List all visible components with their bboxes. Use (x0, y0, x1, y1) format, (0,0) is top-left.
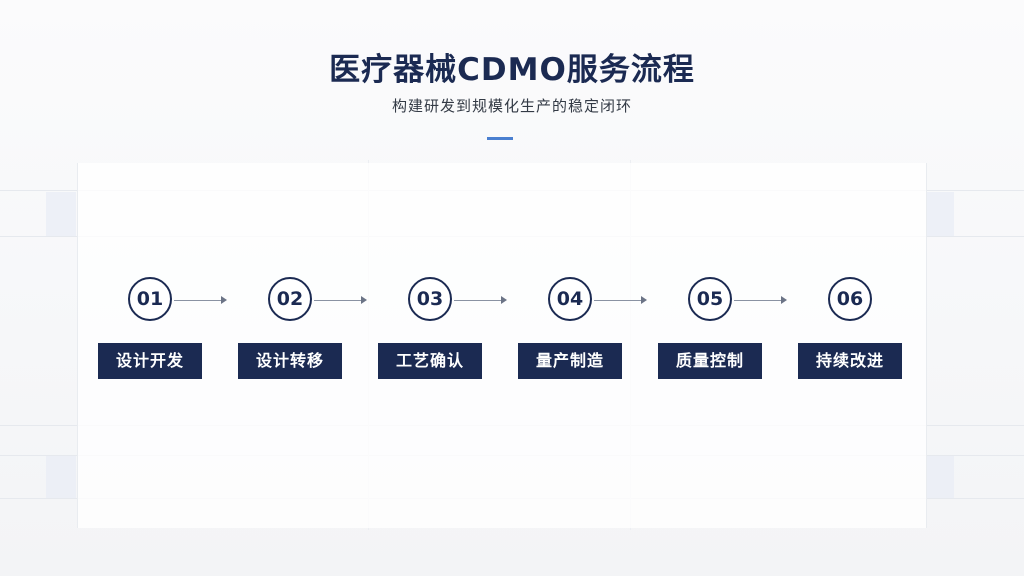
arrow-right-icon (781, 296, 787, 304)
flow-panel (77, 163, 927, 528)
step-label-process-validation: 工艺确认 (378, 343, 482, 379)
background-block (926, 192, 954, 236)
connector-line (454, 300, 504, 301)
arrow-right-icon (501, 296, 507, 304)
step-number: 05 (688, 277, 732, 321)
connector-line (594, 300, 644, 301)
arrow-right-icon (221, 296, 227, 304)
page-title: 医疗器械CDMO服务流程 (329, 52, 695, 88)
connector-line (314, 300, 364, 301)
step-number: 04 (548, 277, 592, 321)
step-number: 02 (268, 277, 312, 321)
step-label-continuous-improvement: 持续改进 (798, 343, 902, 379)
connector-line (734, 300, 784, 301)
step-label-mass-production: 量产制造 (518, 343, 622, 379)
title-divider (487, 137, 513, 140)
step-label-design-development: 设计开发 (98, 343, 202, 379)
page-subtitle: 构建研发到规模化生产的稳定闭环 (391, 97, 632, 115)
background-block (46, 456, 76, 498)
step-label-quality-control: 质量控制 (658, 343, 762, 379)
arrow-right-icon (361, 296, 367, 304)
step-number: 06 (828, 277, 872, 321)
background-block (46, 192, 76, 236)
step-number: 01 (128, 277, 172, 321)
background-block (926, 456, 954, 498)
step-number: 03 (408, 277, 452, 321)
step-label-design-transfer: 设计转移 (238, 343, 342, 379)
connector-line (174, 300, 224, 301)
arrow-right-icon (641, 296, 647, 304)
